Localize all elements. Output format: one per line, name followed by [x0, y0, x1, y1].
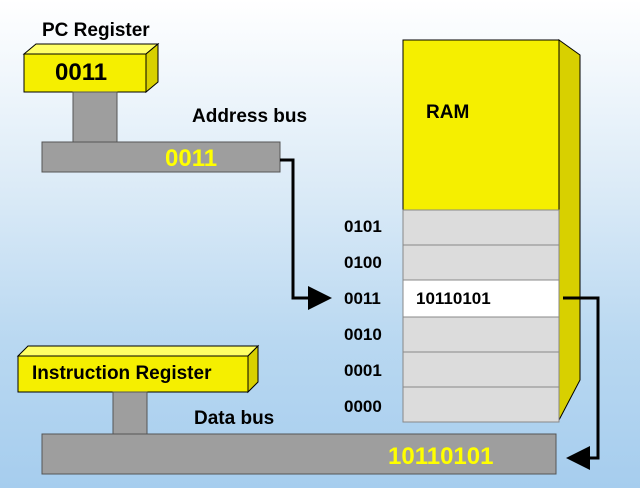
- address-bus: [41, 91, 281, 173]
- ram-address-label: 0001: [344, 361, 382, 380]
- ram-address-label: 0011: [344, 289, 381, 308]
- pc-register-value: 0011: [55, 59, 108, 86]
- address-bus-value: 0011: [165, 145, 218, 172]
- ram-cell-0001: [402, 351, 560, 388]
- ram-cell-0101: [402, 209, 560, 246]
- ram-cell-0000: [402, 386, 560, 423]
- address-bus-label: Address bus: [192, 106, 308, 127]
- ram-address-label: 0000: [344, 397, 382, 416]
- data-bus-value: 10110101: [388, 443, 494, 470]
- ram-label: RAM: [426, 102, 470, 123]
- data-bus: [41, 391, 557, 475]
- ram-cell-0010: [402, 316, 560, 353]
- pc-register-box: [22, 42, 160, 94]
- ram-cell-value: 10110101: [416, 289, 491, 308]
- instruction-register-label: Instruction Register: [32, 363, 212, 384]
- ram-cell-0011: [402, 279, 560, 318]
- ram-address-label: 0100: [344, 253, 382, 272]
- instruction-register-box: [16, 344, 260, 394]
- ram-cell-0100: [402, 244, 560, 281]
- ram-address-label: 0101: [344, 217, 382, 236]
- ram-address-label: 0010: [344, 325, 382, 344]
- data-bus-label: Data bus: [194, 408, 275, 429]
- data-bus-arrow: [563, 296, 600, 470]
- address-bus-arrow: [280, 158, 332, 310]
- pc-register-title: PC Register: [42, 20, 150, 41]
